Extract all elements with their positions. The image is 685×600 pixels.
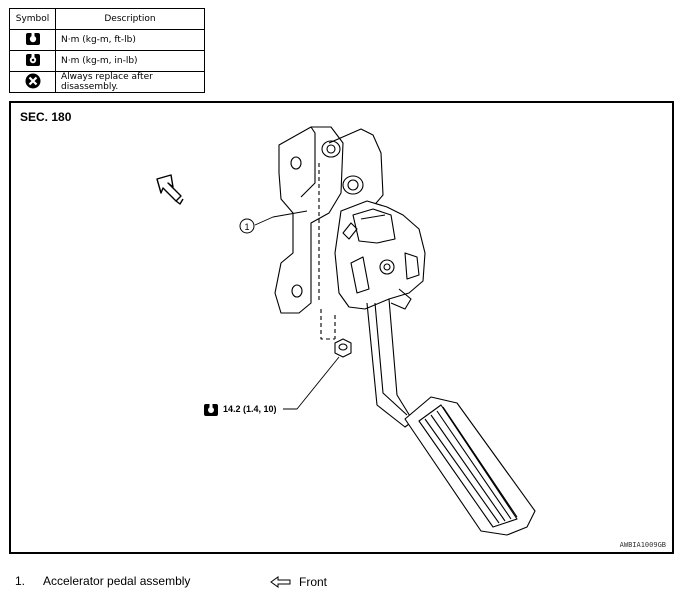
callout-1: 1 bbox=[239, 218, 255, 234]
callout-1-number: 1 bbox=[244, 222, 249, 232]
legend-symbol-cell bbox=[9, 71, 56, 93]
front-arrow-icon bbox=[270, 576, 291, 588]
legend-row: Always replace after disassembly. bbox=[9, 71, 205, 93]
legend-row: N·m (kg-m, ft-lb) bbox=[9, 29, 205, 51]
torque-spec-label: 14.2 (1.4, 10) bbox=[223, 404, 277, 414]
legend-row: N·m (kg-m, in-lb) bbox=[9, 50, 205, 72]
torque-leader bbox=[283, 356, 340, 410]
mounting-nut bbox=[320, 309, 352, 358]
legend-description: N·m (kg-m, ft-lb) bbox=[55, 29, 205, 51]
legend-header-symbol: Symbol bbox=[9, 8, 56, 30]
callout-1-leader bbox=[254, 210, 308, 226]
legend-symbol-cell bbox=[9, 29, 56, 51]
accelerator-pedal-drawing: 1 bbox=[156, 126, 536, 536]
pedal-position-sensor bbox=[334, 200, 426, 310]
replace-after-disassembly-icon bbox=[25, 73, 40, 88]
torque-wrench-inlb-icon bbox=[25, 53, 40, 66]
symbol-legend-table: Symbol Description N·m (kg-m, ft-lb) N·m… bbox=[9, 8, 205, 93]
legend-symbol-cell bbox=[9, 50, 56, 72]
pedal-pad bbox=[404, 396, 536, 536]
legend-header-row: Symbol Description bbox=[9, 8, 205, 30]
torque-wrench-icon bbox=[25, 32, 40, 45]
footer-front-label: Front bbox=[299, 575, 328, 589]
legend-description: N·m (kg-m, in-lb) bbox=[55, 50, 205, 72]
figure-code: AWBIA1009GB bbox=[619, 541, 666, 549]
legend-header-description: Description bbox=[55, 8, 205, 30]
footer-item-number: 1. bbox=[15, 574, 26, 588]
figure-frame: SEC. 180 bbox=[9, 101, 674, 554]
pedal-bracket bbox=[274, 126, 384, 314]
front-arrow-icon bbox=[156, 174, 184, 205]
legend-description: Always replace after disassembly. bbox=[55, 71, 205, 93]
section-label: SEC. 180 bbox=[20, 110, 72, 124]
pedal-arm bbox=[366, 298, 414, 428]
torque-wrench-icon bbox=[204, 404, 218, 416]
footer-item-label: Accelerator pedal assembly bbox=[43, 574, 191, 588]
